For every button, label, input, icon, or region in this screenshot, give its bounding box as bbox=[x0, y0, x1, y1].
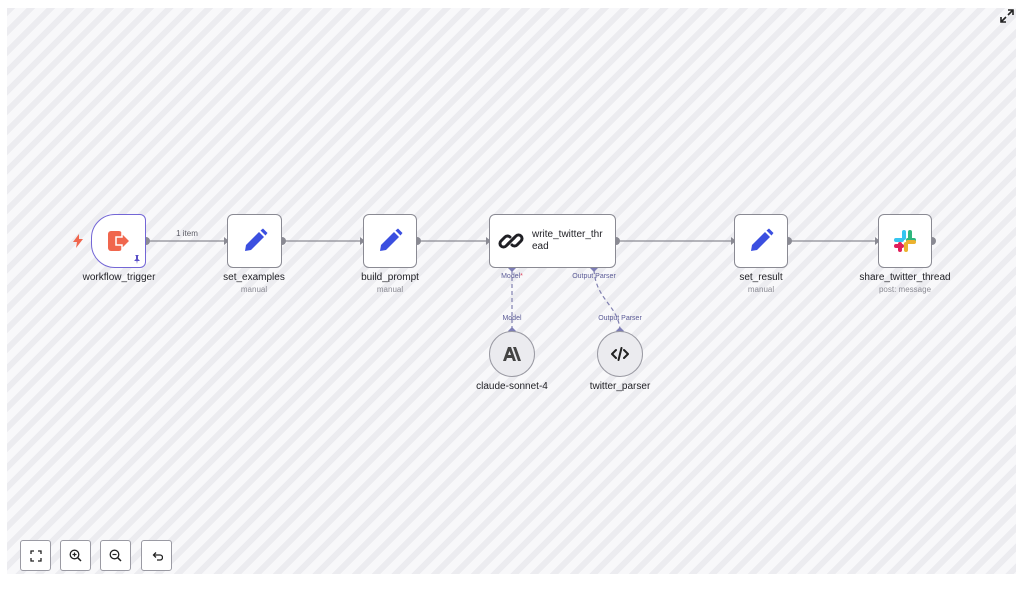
node-label: twitter_parser bbox=[589, 381, 651, 392]
port-label-model-out: Model bbox=[502, 315, 522, 322]
pencil-icon bbox=[380, 228, 403, 251]
node-label: claude-sonnet-4 bbox=[476, 381, 548, 392]
zoom-out-icon bbox=[109, 549, 122, 562]
trigger-bolt-icon bbox=[73, 234, 83, 248]
fit-view-icon bbox=[29, 549, 42, 562]
code-icon bbox=[611, 347, 629, 361]
node-workflow-trigger[interactable] bbox=[91, 214, 146, 268]
node-label: set_examples bbox=[223, 272, 285, 283]
fit-view-button[interactable] bbox=[20, 540, 51, 571]
node-subtitle: post: message bbox=[878, 285, 932, 294]
undo-button[interactable] bbox=[141, 540, 172, 571]
node-label: build_prompt bbox=[361, 272, 419, 283]
port-label-output-parser: Output Parser bbox=[572, 273, 616, 280]
node-subtitle: manual bbox=[376, 285, 404, 294]
edge-item-count: 1 item bbox=[176, 229, 198, 238]
node-twitter-parser[interactable] bbox=[597, 331, 643, 377]
node-label: share_twitter_thread bbox=[859, 272, 951, 283]
node-claude-sonnet-4[interactable] bbox=[489, 331, 535, 377]
pencil-icon bbox=[244, 228, 267, 251]
node-share-twitter-thread[interactable] bbox=[878, 214, 932, 268]
node-label: set_result bbox=[739, 272, 783, 283]
link-icon bbox=[498, 233, 524, 249]
zoom-in-icon bbox=[69, 549, 82, 562]
port-label-model: Model* bbox=[501, 273, 523, 280]
port-label-parser-out: Output Parser bbox=[598, 315, 642, 322]
pencil-icon bbox=[751, 228, 774, 251]
node-write-twitter-thread[interactable]: write_twitter_thread bbox=[489, 214, 616, 268]
sign-in-icon bbox=[107, 231, 131, 251]
node-build-prompt[interactable] bbox=[363, 214, 417, 268]
pin-icon bbox=[134, 255, 140, 264]
node-label: write_twitter_thread bbox=[532, 229, 603, 252]
zoom-out-button[interactable] bbox=[100, 540, 131, 571]
node-label: workflow_trigger bbox=[82, 272, 156, 283]
expand-icon[interactable] bbox=[1000, 9, 1014, 23]
node-subtitle: manual bbox=[240, 285, 268, 294]
node-set-result[interactable] bbox=[734, 214, 788, 268]
node-subtitle: manual bbox=[747, 285, 775, 294]
slack-icon bbox=[894, 230, 916, 252]
zoom-in-button[interactable] bbox=[60, 540, 91, 571]
anthropic-icon bbox=[503, 347, 521, 361]
undo-icon bbox=[152, 551, 163, 561]
node-set-examples[interactable] bbox=[227, 214, 282, 268]
